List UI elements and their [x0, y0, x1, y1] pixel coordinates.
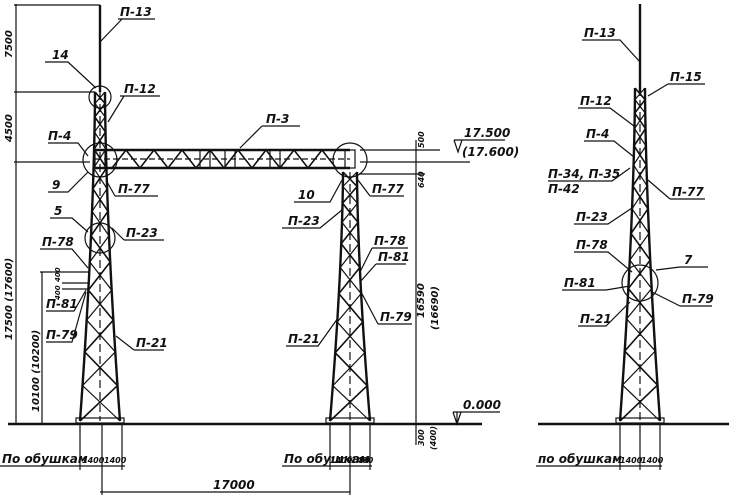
dim-span-17000: 17000 — [213, 478, 255, 492]
leader-lines — [40, 18, 712, 351]
label-side-p78: П-78 — [576, 238, 608, 252]
label-p81-right: П-81 — [378, 250, 410, 264]
dim-400b: 400 — [54, 285, 62, 300]
label-p3: П-3 — [266, 112, 289, 126]
right-portal-tower — [325, 171, 375, 424]
dim-400-alt: (400) — [429, 426, 438, 450]
dim-width-side-2: 1400 — [641, 456, 664, 465]
label-p79-right: П-79 — [380, 310, 412, 324]
dim-17500: 17500 (17600) — [4, 258, 15, 340]
dim-width-side-1: 1400 — [620, 456, 643, 465]
label-side-p15: П-15 — [670, 70, 702, 84]
label-side-node-7: 7 — [684, 253, 693, 267]
node-9-circle — [82, 142, 118, 178]
dim-16690: (16690) — [430, 286, 441, 330]
label-node-10: 10 — [298, 188, 315, 202]
label-po-obushkam-side: по обушкам — [538, 452, 622, 466]
node-10-circle — [332, 142, 368, 178]
label-p13: П-13 — [120, 5, 152, 19]
label-side-p23: П-23 — [576, 210, 608, 224]
dim-width-right-2: 1400 — [351, 456, 374, 465]
label-node-5: 5 — [54, 204, 62, 218]
right-dimension-lines — [282, 139, 662, 495]
node-5-circle — [84, 222, 116, 254]
label-p23: П-23 — [126, 226, 158, 240]
label-side-p13: П-13 — [584, 26, 616, 40]
dim-16590: 16590 — [416, 283, 427, 318]
side-tower — [615, 87, 665, 424]
dim-7500: 7500 — [4, 30, 15, 58]
label-side-p34-p35: П-34, П-35 — [548, 167, 620, 181]
label-p21: П-21 — [136, 336, 168, 350]
elevation-top-alt: (17.600) — [462, 145, 519, 159]
dim-400a: 400 — [54, 267, 62, 282]
crossbeam-truss — [94, 148, 356, 170]
label-p78: П-78 — [42, 235, 74, 249]
left-dimension-lines — [0, 4, 350, 495]
dim-width-right-1: 1400 — [330, 456, 353, 465]
label-p78-right: П-78 — [374, 234, 406, 248]
label-p12: П-12 — [124, 82, 156, 96]
label-p23-right: П-23 — [288, 214, 320, 228]
label-node-14: 14 — [52, 48, 69, 62]
label-po-obushkam-right: По обушкам — [284, 452, 370, 466]
node-7-circle — [621, 264, 659, 302]
label-side-p4: П-4 — [586, 127, 609, 141]
dim-4500: 4500 — [4, 114, 15, 143]
label-side-p12: П-12 — [580, 94, 612, 108]
label-node-9: 9 — [52, 178, 60, 192]
elevation-ground: 0.000 — [463, 398, 501, 412]
dim-width-left-2: 1400 — [104, 456, 127, 465]
dim-10100: 10100 (10200) — [31, 330, 42, 412]
dim-width-left-1: 1400 — [82, 456, 105, 465]
dim-640: 640 — [417, 171, 426, 188]
label-side-p81: П-81 — [564, 276, 596, 290]
left-tower — [75, 91, 125, 424]
label-side-p21: П-21 — [580, 312, 612, 326]
label-p4: П-4 — [48, 129, 71, 143]
label-p77-right: П-77 — [372, 182, 404, 196]
label-p79: П-79 — [46, 328, 78, 342]
dim-500: 500 — [417, 131, 426, 148]
label-side-p77: П-77 — [672, 185, 704, 199]
node-14-circle — [88, 85, 112, 109]
label-p21-right: П-21 — [288, 332, 320, 346]
label-side-p79: П-79 — [682, 292, 714, 306]
label-p77: П-77 — [118, 182, 150, 196]
dim-300: 300 — [417, 429, 426, 446]
tower-lattices — [75, 87, 665, 424]
elevation-top: 17.500 — [464, 126, 510, 140]
label-side-p42: П-42 — [548, 182, 580, 196]
label-p81: П-81 — [46, 297, 78, 311]
label-po-obushkam-left: По обушкам — [2, 452, 88, 466]
